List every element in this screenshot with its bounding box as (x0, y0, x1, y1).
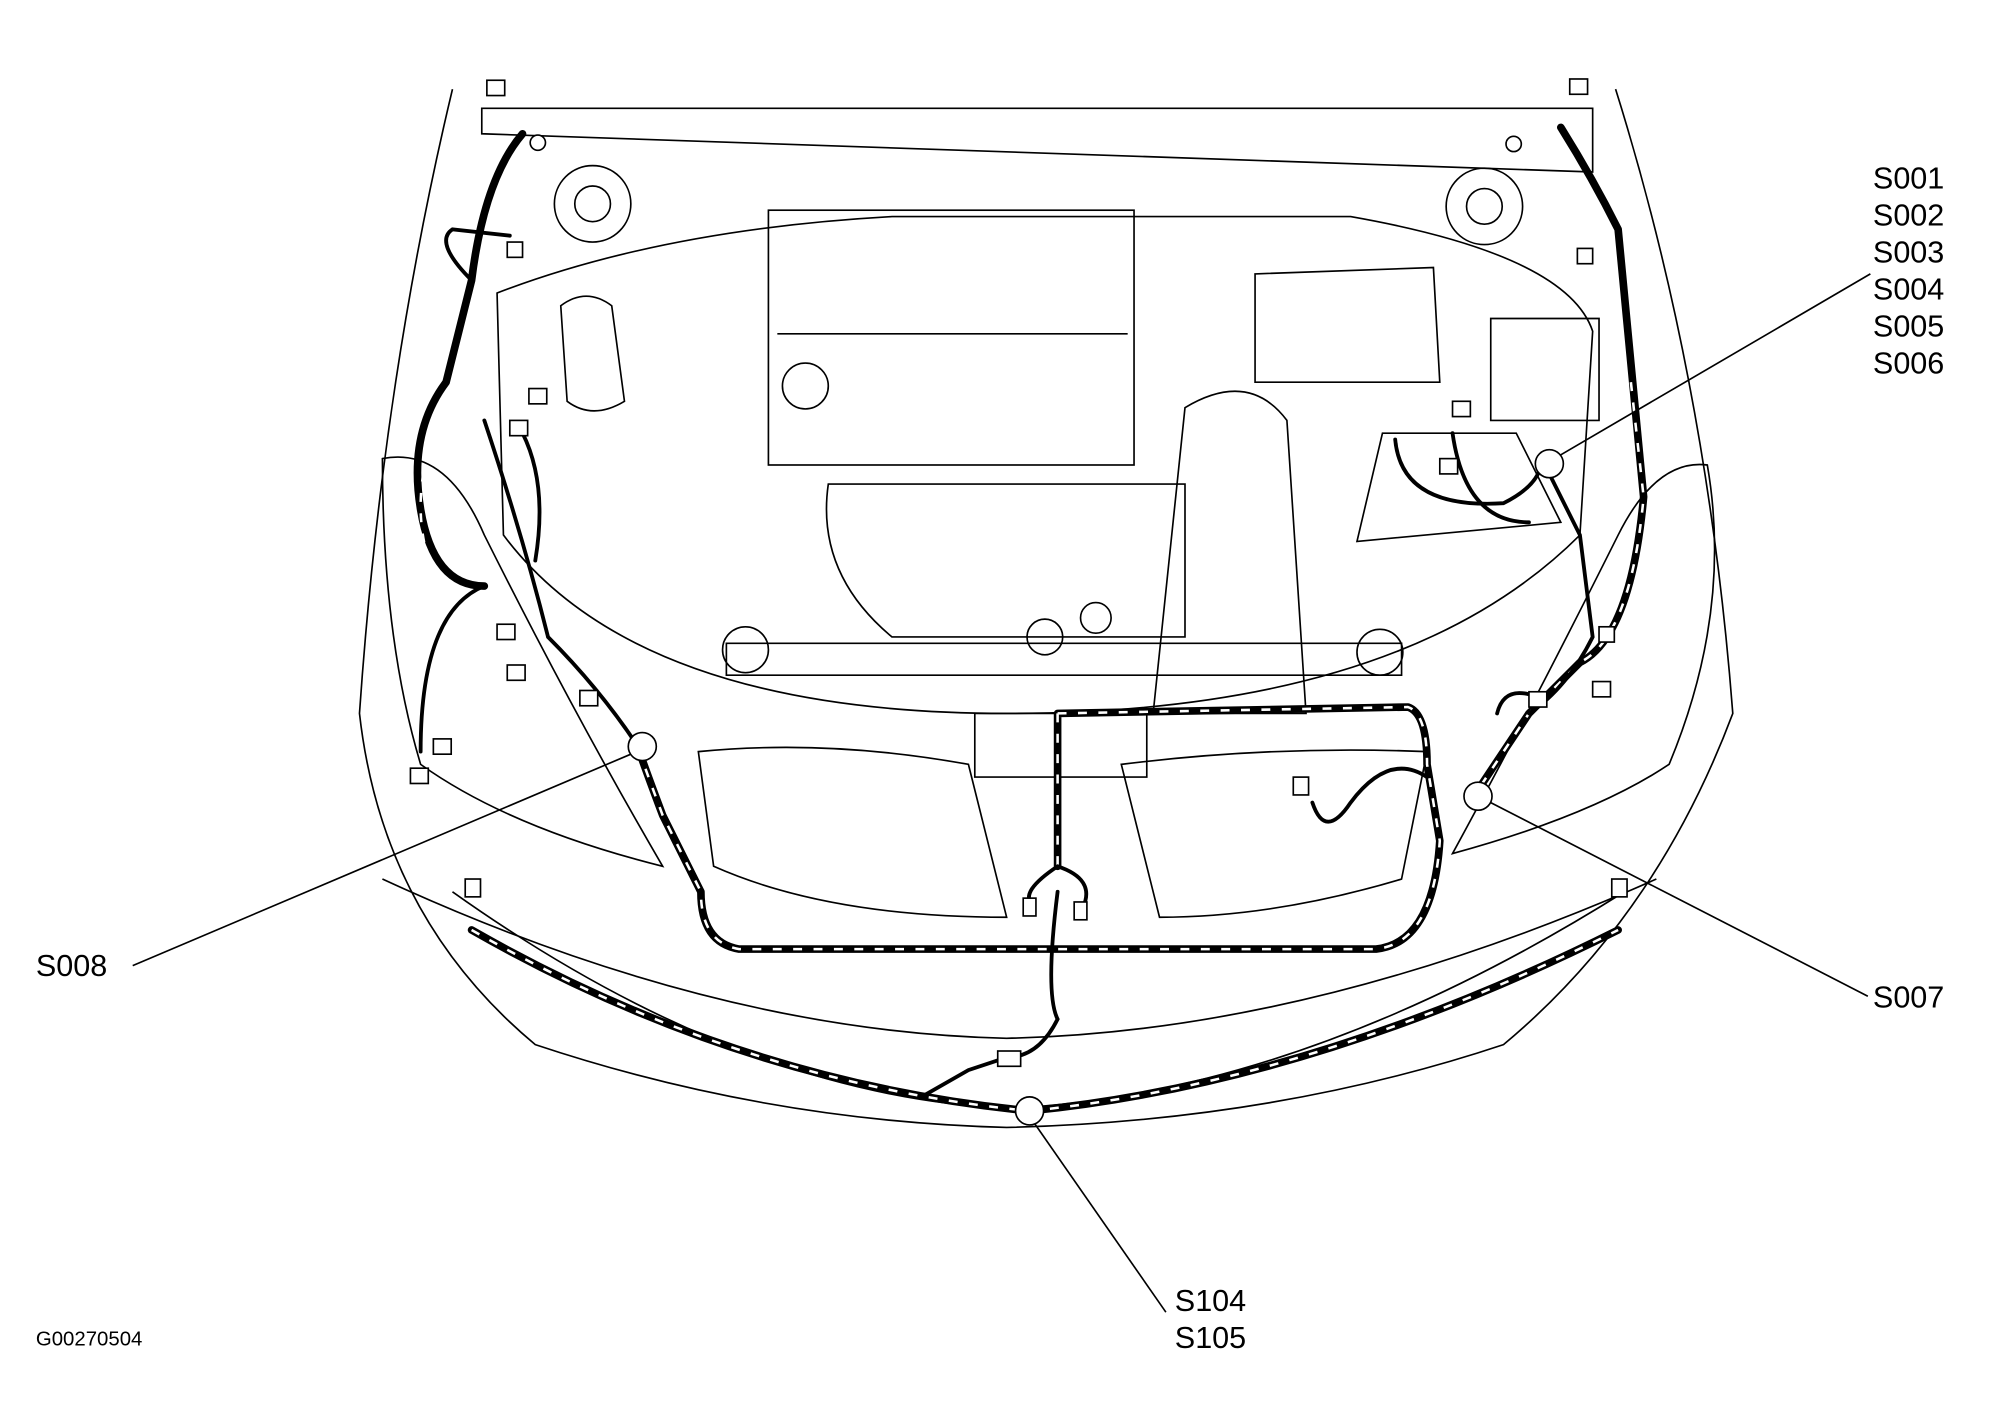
splice-markers (132, 273, 1871, 1313)
splice-s007 (1463, 781, 1493, 812)
car-body-outline (358, 88, 1734, 1129)
splice-labels: S001 S002 S003 S004 S005 S006 S008 S007 … (36, 162, 1944, 1355)
wire-harnesses (413, 123, 1648, 1115)
label-s104: S104 (1175, 1284, 1246, 1318)
label-s007: S007 (1873, 981, 1944, 1015)
splice-s001-s006 (1534, 448, 1565, 479)
label-s002: S002 (1873, 198, 1944, 232)
label-s008: S008 (36, 949, 107, 983)
label-s006: S006 (1873, 346, 1944, 380)
connectors (409, 78, 1628, 1068)
label-s004: S004 (1873, 272, 1944, 306)
label-s001: S001 (1873, 162, 1944, 196)
figure-code: G00270504 (36, 1328, 143, 1350)
splice-s104-s105 (1014, 1096, 1045, 1126)
splice-s008 (627, 731, 658, 762)
label-s003: S003 (1873, 235, 1944, 269)
label-s105: S105 (1175, 1321, 1246, 1355)
label-s005: S005 (1873, 309, 1944, 343)
